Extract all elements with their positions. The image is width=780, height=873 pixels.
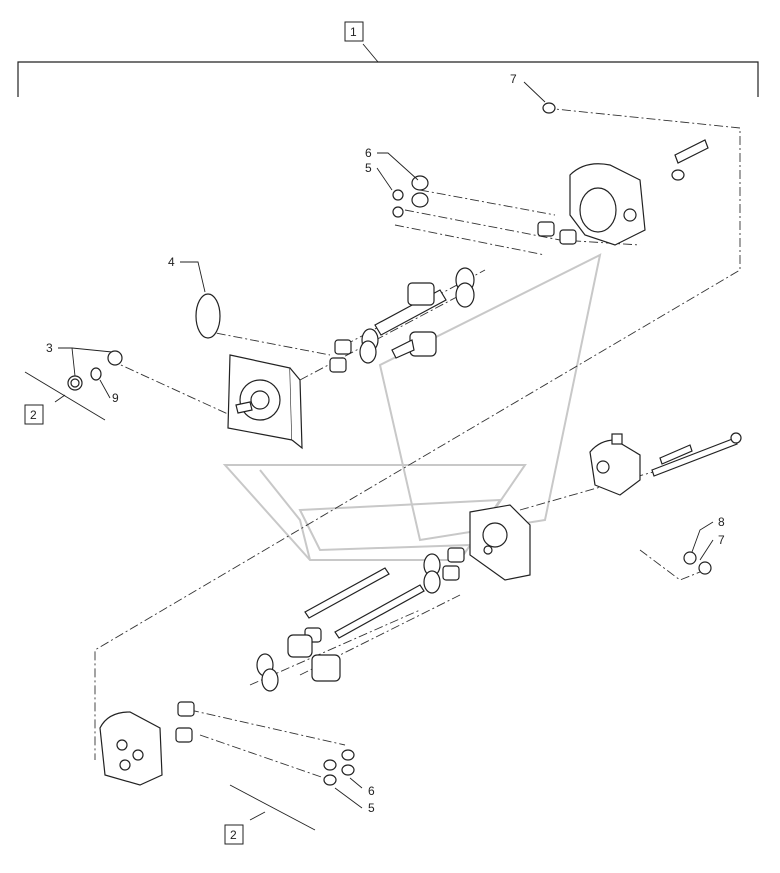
- callout-8: 8: [718, 515, 725, 529]
- callout-assembly-label: 1: [350, 25, 357, 39]
- assembly-bracket: [17, 43, 759, 97]
- spring: [674, 139, 709, 164]
- drive-shaft: [374, 282, 447, 336]
- kit-bracket-bottom: [229, 784, 316, 831]
- callout-9: 9: [112, 391, 119, 405]
- callout-3: 3: [46, 341, 53, 355]
- front-pump-cover: [99, 711, 163, 786]
- kit-bracket-top: [24, 371, 106, 421]
- callout-5-top: 5: [365, 161, 372, 175]
- callout-assembly[interactable]: 1: [344, 21, 364, 42]
- cover-bushings: [175, 701, 195, 743]
- callout-kit-top[interactable]: 2: [24, 404, 44, 425]
- bushings-top: [537, 221, 577, 245]
- rear-pump-cover: [569, 163, 646, 246]
- shaft-seal-kit: [67, 350, 123, 391]
- o-ring-4: [195, 293, 221, 339]
- valve-bolts: [651, 432, 742, 477]
- priority-valve-body: [589, 433, 641, 496]
- wear-plates-top: [359, 267, 475, 364]
- callout-6-bottom: 6: [368, 784, 375, 798]
- callout-5-bottom: 5: [368, 801, 375, 815]
- callout-leaders: [58, 81, 714, 809]
- driven-gear-top: [391, 331, 437, 359]
- long-shafts: [304, 567, 425, 639]
- seal-rings-bottom: [323, 749, 355, 786]
- callout-7-right: 7: [718, 533, 725, 547]
- bushings-mid: [329, 339, 352, 373]
- callout-4: 4: [168, 255, 175, 269]
- retaining-ring-7-top: [542, 102, 685, 181]
- retaining-rings-right: [683, 551, 712, 575]
- gear-housing-body: [469, 504, 531, 581]
- callout-7-top: 7: [510, 72, 517, 86]
- callout-kit-bottom[interactable]: 2: [224, 824, 244, 845]
- callout-kit-bottom-label: 2: [230, 828, 237, 842]
- seal-rings-top: [392, 175, 429, 218]
- gears-bottom: [287, 634, 341, 682]
- callout-6-top: 6: [365, 146, 372, 160]
- wear-plates-bottom: [256, 553, 441, 692]
- mounting-flange: [227, 354, 303, 450]
- callout-kit-top-label: 2: [30, 408, 37, 422]
- bushings-bottom: [304, 547, 465, 643]
